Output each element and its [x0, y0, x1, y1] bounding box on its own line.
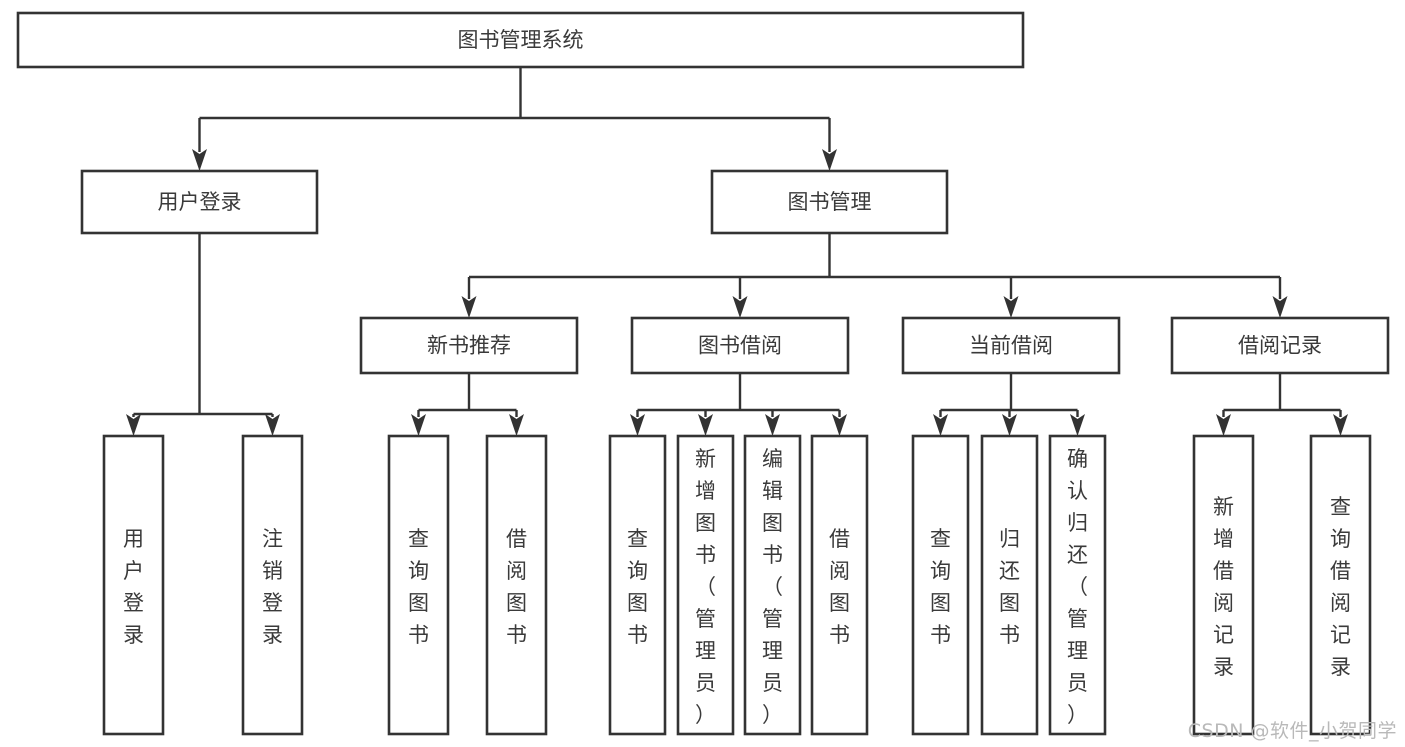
- arrow-head: [732, 296, 748, 318]
- arrow-head: [265, 414, 280, 436]
- node-box-user-login[interactable]: [80, 169, 319, 235]
- node-box-leaf-confirm-return[interactable]: [1048, 434, 1107, 736]
- arrow-head: [126, 414, 141, 436]
- node-box-leaf-query-book-3[interactable]: [911, 434, 970, 736]
- arrow-head: [1272, 296, 1288, 318]
- arrow-head: [933, 414, 948, 436]
- node-leaf-return-book[interactable]: 归还图书: [980, 434, 1039, 736]
- connector-layer: [126, 67, 1348, 436]
- node-label-leaf-edit-book: 编辑图书（管理员）: [762, 447, 783, 727]
- watermark-label: CSDN @软件_小贺同学: [1187, 720, 1397, 742]
- node-box-book-manage[interactable]: [710, 169, 949, 235]
- node-user-login[interactable]: 用户登录: [80, 169, 319, 235]
- connector-group-root: [192, 67, 837, 171]
- node-leaf-user-login[interactable]: 用户登录: [102, 434, 165, 736]
- node-label-book-manage: 图书管理: [788, 190, 872, 214]
- connector-group-book-manage: [461, 233, 1288, 318]
- node-box-root[interactable]: [16, 11, 1025, 69]
- arrow-head: [509, 414, 524, 436]
- node-book-manage[interactable]: 图书管理: [710, 169, 949, 235]
- arrow-head: [1002, 414, 1017, 436]
- node-leaf-query-book-2[interactable]: 查询图书: [608, 434, 667, 736]
- node-book-borrow[interactable]: 图书借阅: [630, 316, 850, 375]
- node-layer: 图书管理系统用户登录图书管理新书推荐图书借阅当前借阅借阅记录用户登录注销登录查询…: [16, 11, 1390, 736]
- connector-group-current-borrow: [933, 373, 1085, 436]
- node-label-current-borrow: 当前借阅: [969, 334, 1053, 358]
- node-label-leaf-query-book-3: 查询图书: [930, 527, 951, 647]
- node-box-leaf-add-record[interactable]: [1192, 434, 1255, 736]
- node-leaf-borrow-book-2[interactable]: 借阅图书: [810, 434, 869, 736]
- node-borrow-record[interactable]: 借阅记录: [1170, 316, 1390, 375]
- node-current-borrow[interactable]: 当前借阅: [901, 316, 1121, 375]
- node-box-leaf-return-book[interactable]: [980, 434, 1039, 736]
- node-box-borrow-record[interactable]: [1170, 316, 1390, 375]
- node-label-borrow-record: 借阅记录: [1238, 334, 1322, 358]
- node-label-leaf-query-book-1: 查询图书: [408, 527, 429, 647]
- arrow-head: [192, 149, 207, 171]
- arrow-head: [630, 414, 645, 436]
- arrow-head: [461, 296, 477, 318]
- node-label-new-book-rec: 新书推荐: [427, 334, 511, 358]
- node-box-leaf-edit-book[interactable]: [743, 434, 802, 736]
- node-label-user-login: 用户登录: [158, 190, 242, 214]
- node-new-book-rec[interactable]: 新书推荐: [359, 316, 579, 375]
- node-box-leaf-user-login[interactable]: [102, 434, 165, 736]
- connector-group-user-login: [126, 233, 280, 436]
- node-leaf-add-record[interactable]: 新增借阅记录: [1192, 434, 1255, 736]
- node-box-leaf-borrow-book-1[interactable]: [485, 434, 548, 736]
- node-label-root: 图书管理系统: [458, 28, 584, 52]
- node-label-leaf-query-record: 查询借阅记录: [1330, 495, 1351, 679]
- node-root[interactable]: 图书管理系统: [16, 11, 1025, 69]
- node-label-leaf-borrow-book-1: 借阅图书: [506, 527, 527, 647]
- node-label-leaf-add-book: 新增图书（管理员）: [695, 447, 716, 727]
- arrow-head: [1216, 414, 1231, 436]
- connector-group-new-book-rec: [411, 373, 524, 436]
- node-box-leaf-add-book[interactable]: [676, 434, 735, 736]
- node-leaf-logout[interactable]: 注销登录: [241, 434, 304, 736]
- node-leaf-query-book-1[interactable]: 查询图书: [387, 434, 450, 736]
- arrow-head: [1333, 414, 1348, 436]
- node-label-leaf-add-record: 新增借阅记录: [1213, 495, 1234, 679]
- node-leaf-query-book-3[interactable]: 查询图书: [911, 434, 970, 736]
- node-leaf-edit-book[interactable]: 编辑图书（管理员）: [743, 434, 802, 736]
- node-box-leaf-query-book-2[interactable]: [608, 434, 667, 736]
- arrow-head: [698, 414, 713, 436]
- node-label-book-borrow: 图书借阅: [698, 334, 782, 358]
- arrow-head: [765, 414, 780, 436]
- node-box-leaf-logout[interactable]: [241, 434, 304, 736]
- arrow-head: [411, 414, 426, 436]
- node-label-leaf-query-book-2: 查询图书: [627, 527, 648, 647]
- arrow-head: [1003, 296, 1019, 318]
- node-leaf-query-record[interactable]: 查询借阅记录: [1309, 434, 1372, 736]
- node-box-leaf-borrow-book-2[interactable]: [810, 434, 869, 736]
- node-box-leaf-query-record[interactable]: [1309, 434, 1372, 736]
- node-label-leaf-borrow-book-2: 借阅图书: [829, 527, 850, 647]
- node-label-leaf-return-book: 归还图书: [999, 527, 1020, 647]
- arrow-head: [822, 149, 837, 171]
- node-box-current-borrow[interactable]: [901, 316, 1121, 375]
- node-box-new-book-rec[interactable]: [359, 316, 579, 375]
- connector-group-borrow-record: [1216, 373, 1348, 436]
- arrow-head: [832, 414, 847, 436]
- node-leaf-borrow-book-1[interactable]: 借阅图书: [485, 434, 548, 736]
- connector-group-book-borrow: [630, 373, 847, 436]
- node-label-leaf-logout: 注销登录: [262, 527, 283, 647]
- node-label-leaf-confirm-return: 确认归还（管理员）: [1067, 447, 1088, 727]
- node-leaf-confirm-return[interactable]: 确认归还（管理员）: [1048, 434, 1107, 736]
- node-leaf-add-book[interactable]: 新增图书（管理员）: [676, 434, 735, 736]
- node-label-leaf-user-login: 用户登录: [123, 527, 144, 647]
- node-box-book-borrow[interactable]: [630, 316, 850, 375]
- arrow-head: [1070, 414, 1085, 436]
- node-box-leaf-query-book-1[interactable]: [387, 434, 450, 736]
